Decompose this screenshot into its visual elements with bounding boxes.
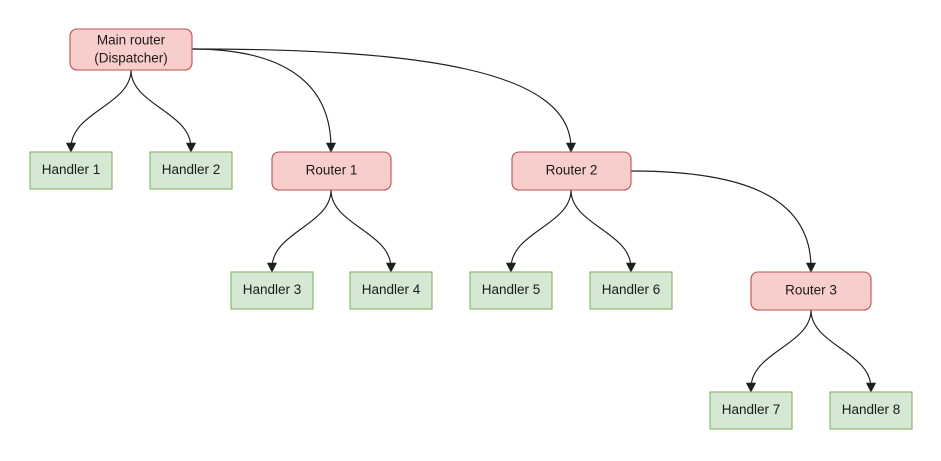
arrow-head-icon xyxy=(566,142,576,153)
arrow-head-icon xyxy=(746,382,756,393)
arrow-head-icon xyxy=(386,262,396,273)
node-main-router[interactable]: Main router(Dispatcher) xyxy=(69,28,193,71)
edge-line xyxy=(191,48,572,149)
edge-router-3-to-handler-7 xyxy=(746,309,812,393)
edge-main-router-to-handler-2 xyxy=(130,69,196,153)
edge-main-router-to-router-1 xyxy=(191,48,336,153)
handler-3-box[interactable] xyxy=(230,271,314,310)
arrow-head-icon xyxy=(267,262,277,273)
handler-8-box[interactable] xyxy=(829,391,913,430)
node-router-2[interactable]: Router 2 xyxy=(511,151,632,191)
edge-router-2-to-router-3 xyxy=(630,170,816,273)
handler-1-box[interactable] xyxy=(29,151,113,190)
edge-line xyxy=(130,69,192,149)
arrow-head-icon xyxy=(326,142,336,153)
nodes-layer: Main router(Dispatcher) Handler 1 Handler … xyxy=(29,28,913,430)
node-handler-3[interactable]: Handler 3 xyxy=(230,271,314,310)
edges-layer xyxy=(66,48,876,393)
edge-line xyxy=(330,189,392,269)
handler-4-box[interactable] xyxy=(349,271,433,310)
arrow-head-icon xyxy=(186,142,196,153)
arrow-head-icon xyxy=(626,262,636,273)
edge-line xyxy=(70,69,132,149)
node-router-3[interactable]: Router 3 xyxy=(750,271,872,311)
main-router-box[interactable] xyxy=(69,28,193,71)
node-handler-7[interactable]: Handler 7 xyxy=(709,391,793,430)
handler-7-box[interactable] xyxy=(709,391,793,430)
edge-line xyxy=(570,189,632,269)
node-handler-1[interactable]: Handler 1 xyxy=(29,151,113,190)
edge-router-3-to-handler-8 xyxy=(810,309,876,393)
handler-5-box[interactable] xyxy=(469,271,553,310)
router-1-box[interactable] xyxy=(271,151,392,191)
node-handler-8[interactable]: Handler 8 xyxy=(829,391,913,430)
edge-line xyxy=(810,309,872,389)
arrow-head-icon xyxy=(866,382,876,393)
router-3-box[interactable] xyxy=(750,271,872,311)
handler-6-box[interactable] xyxy=(589,271,673,310)
node-handler-2[interactable]: Handler 2 xyxy=(149,151,233,190)
edge-line xyxy=(271,189,332,269)
router-2-box[interactable] xyxy=(511,151,632,191)
edge-line xyxy=(510,189,572,269)
arrow-head-icon xyxy=(66,142,76,153)
handler-2-box[interactable] xyxy=(149,151,233,190)
edge-line xyxy=(630,170,812,269)
edge-main-router-to-handler-1 xyxy=(66,69,132,153)
edge-router-2-to-handler-6 xyxy=(570,189,636,273)
edge-line xyxy=(191,48,332,149)
edge-router-2-to-handler-5 xyxy=(506,189,572,273)
edge-line xyxy=(750,309,812,389)
node-handler-4[interactable]: Handler 4 xyxy=(349,271,433,310)
arrow-head-icon xyxy=(806,262,816,273)
edge-router-1-to-handler-3 xyxy=(267,189,332,273)
node-handler-6[interactable]: Handler 6 xyxy=(589,271,673,310)
node-handler-5[interactable]: Handler 5 xyxy=(469,271,553,310)
node-router-1[interactable]: Router 1 xyxy=(271,151,392,191)
edge-router-1-to-handler-4 xyxy=(330,189,396,273)
edge-main-router-to-router-2 xyxy=(191,48,576,153)
arrow-head-icon xyxy=(506,262,516,273)
